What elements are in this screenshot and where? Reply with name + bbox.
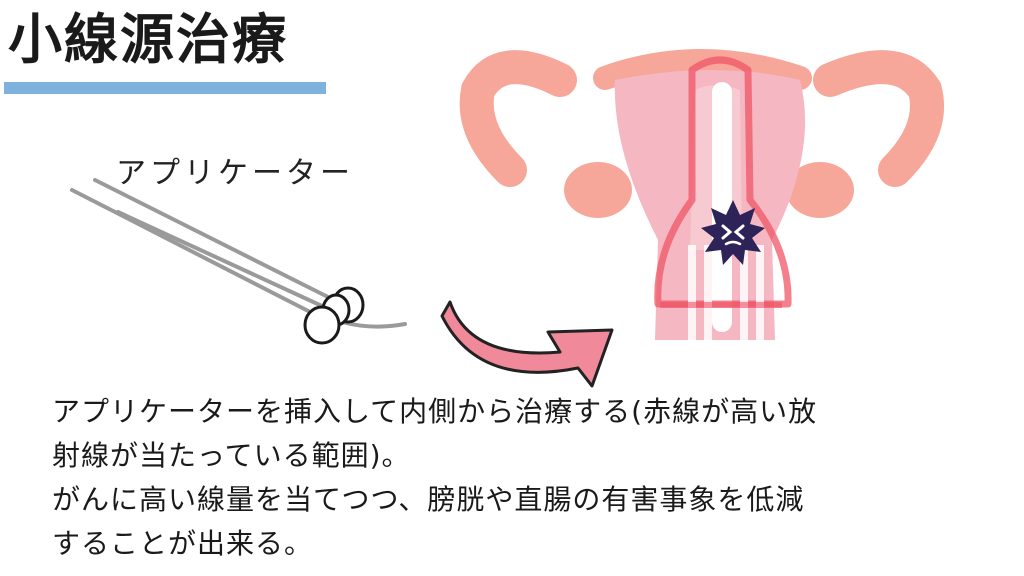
description-line: がんに高い線量を当てつつ、膀胱や直腸の有害事象を低減: [52, 483, 805, 516]
curved-arrow-icon: [440, 300, 614, 388]
uterus-illustration: [459, 49, 944, 340]
description-line: 射線が当たっている範囲)。: [52, 439, 411, 472]
description-text: アプリケーターを挿入して内側から治療する(赤線が高い放 射線が当たっている範囲)…: [52, 390, 992, 566]
description-line: アプリケーターを挿入して内側から治療する(赤線が高い放: [52, 395, 818, 428]
tumor-icon: [701, 200, 765, 265]
title-underline: [4, 82, 326, 94]
applicator-icon: [70, 178, 407, 345]
applicator-label: アプリケーター: [116, 156, 354, 191]
page-title: 小線源治療: [8, 8, 288, 71]
description-line: することが出来る。: [52, 527, 314, 560]
